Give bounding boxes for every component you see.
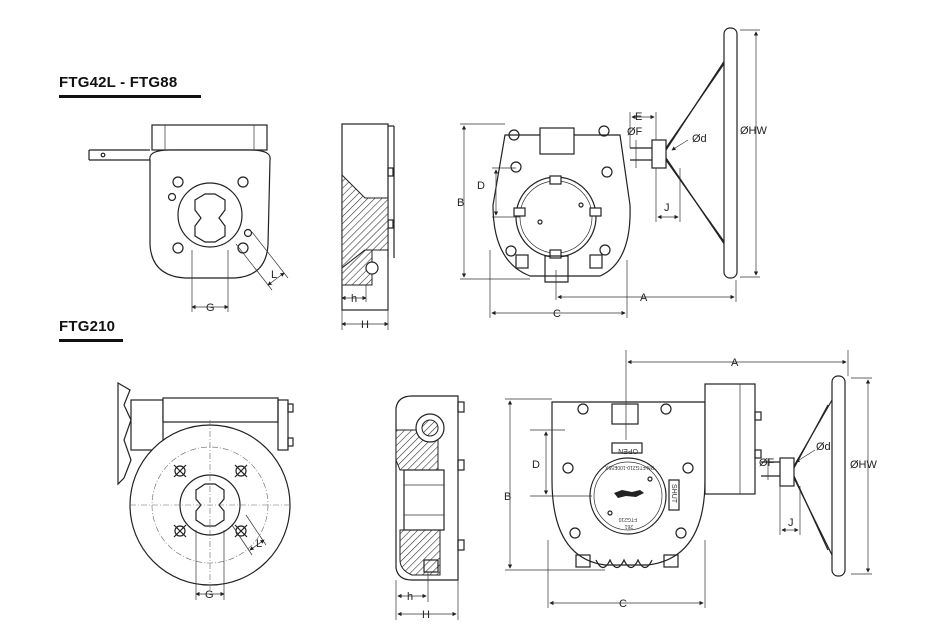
section-title-underline [59, 95, 201, 98]
dim-label-l: L [271, 269, 277, 281]
dim-label-f: ØF [759, 457, 775, 469]
section-title-ftg210: FTG210 [59, 318, 116, 335]
plate-shut-label: SHUT [670, 484, 677, 504]
dim-label-a: A [640, 292, 648, 304]
dim-label-j: J [788, 517, 794, 529]
section-title-ftg42l-ftg88: FTG42L - FTG88 [59, 74, 178, 91]
ftg42l-operator-assembly [460, 27, 760, 318]
dim-label-b: B [504, 491, 511, 503]
dim-label-d-small: Ød [816, 441, 831, 453]
dim-label-hw: ØHW [740, 125, 768, 137]
dim-label-h-small: h [407, 591, 413, 603]
dim-label-hw: ØHW [850, 459, 878, 471]
ftg42l-front-view [88, 124, 289, 312]
dim-label-j: J [664, 202, 670, 214]
dim-label-h: H [422, 609, 430, 621]
dim-label-l: L [256, 538, 262, 550]
plate-serial: 261 [624, 523, 633, 529]
ftg210-side-section [395, 395, 465, 620]
section-title-underline [59, 339, 123, 342]
ftg210-front-view [117, 381, 294, 600]
ftg42l-side-section [341, 123, 395, 330]
dim-label-b: B [457, 197, 464, 209]
dim-label-a: A [731, 357, 739, 369]
dim-label-d: D [477, 180, 485, 192]
dim-label-f: ØF [627, 126, 643, 138]
plate-part-number: PN:FTG210-100E55X [604, 464, 654, 470]
dim-label-c: C [553, 308, 561, 320]
dim-label-d-small: Ød [692, 133, 707, 145]
dim-label-c: C [619, 598, 627, 610]
dim-label-h: H [361, 319, 369, 331]
dim-label-h-small: h [351, 293, 357, 305]
dim-label-d: D [532, 459, 540, 471]
ftg210-operator-assembly [505, 350, 872, 608]
plate-model: FTG210 [618, 516, 637, 522]
dim-label-e: E [635, 111, 642, 123]
plate-open-label: OPEN [618, 447, 638, 454]
dim-label-g: G [205, 589, 214, 601]
dim-label-g: G [206, 302, 215, 314]
